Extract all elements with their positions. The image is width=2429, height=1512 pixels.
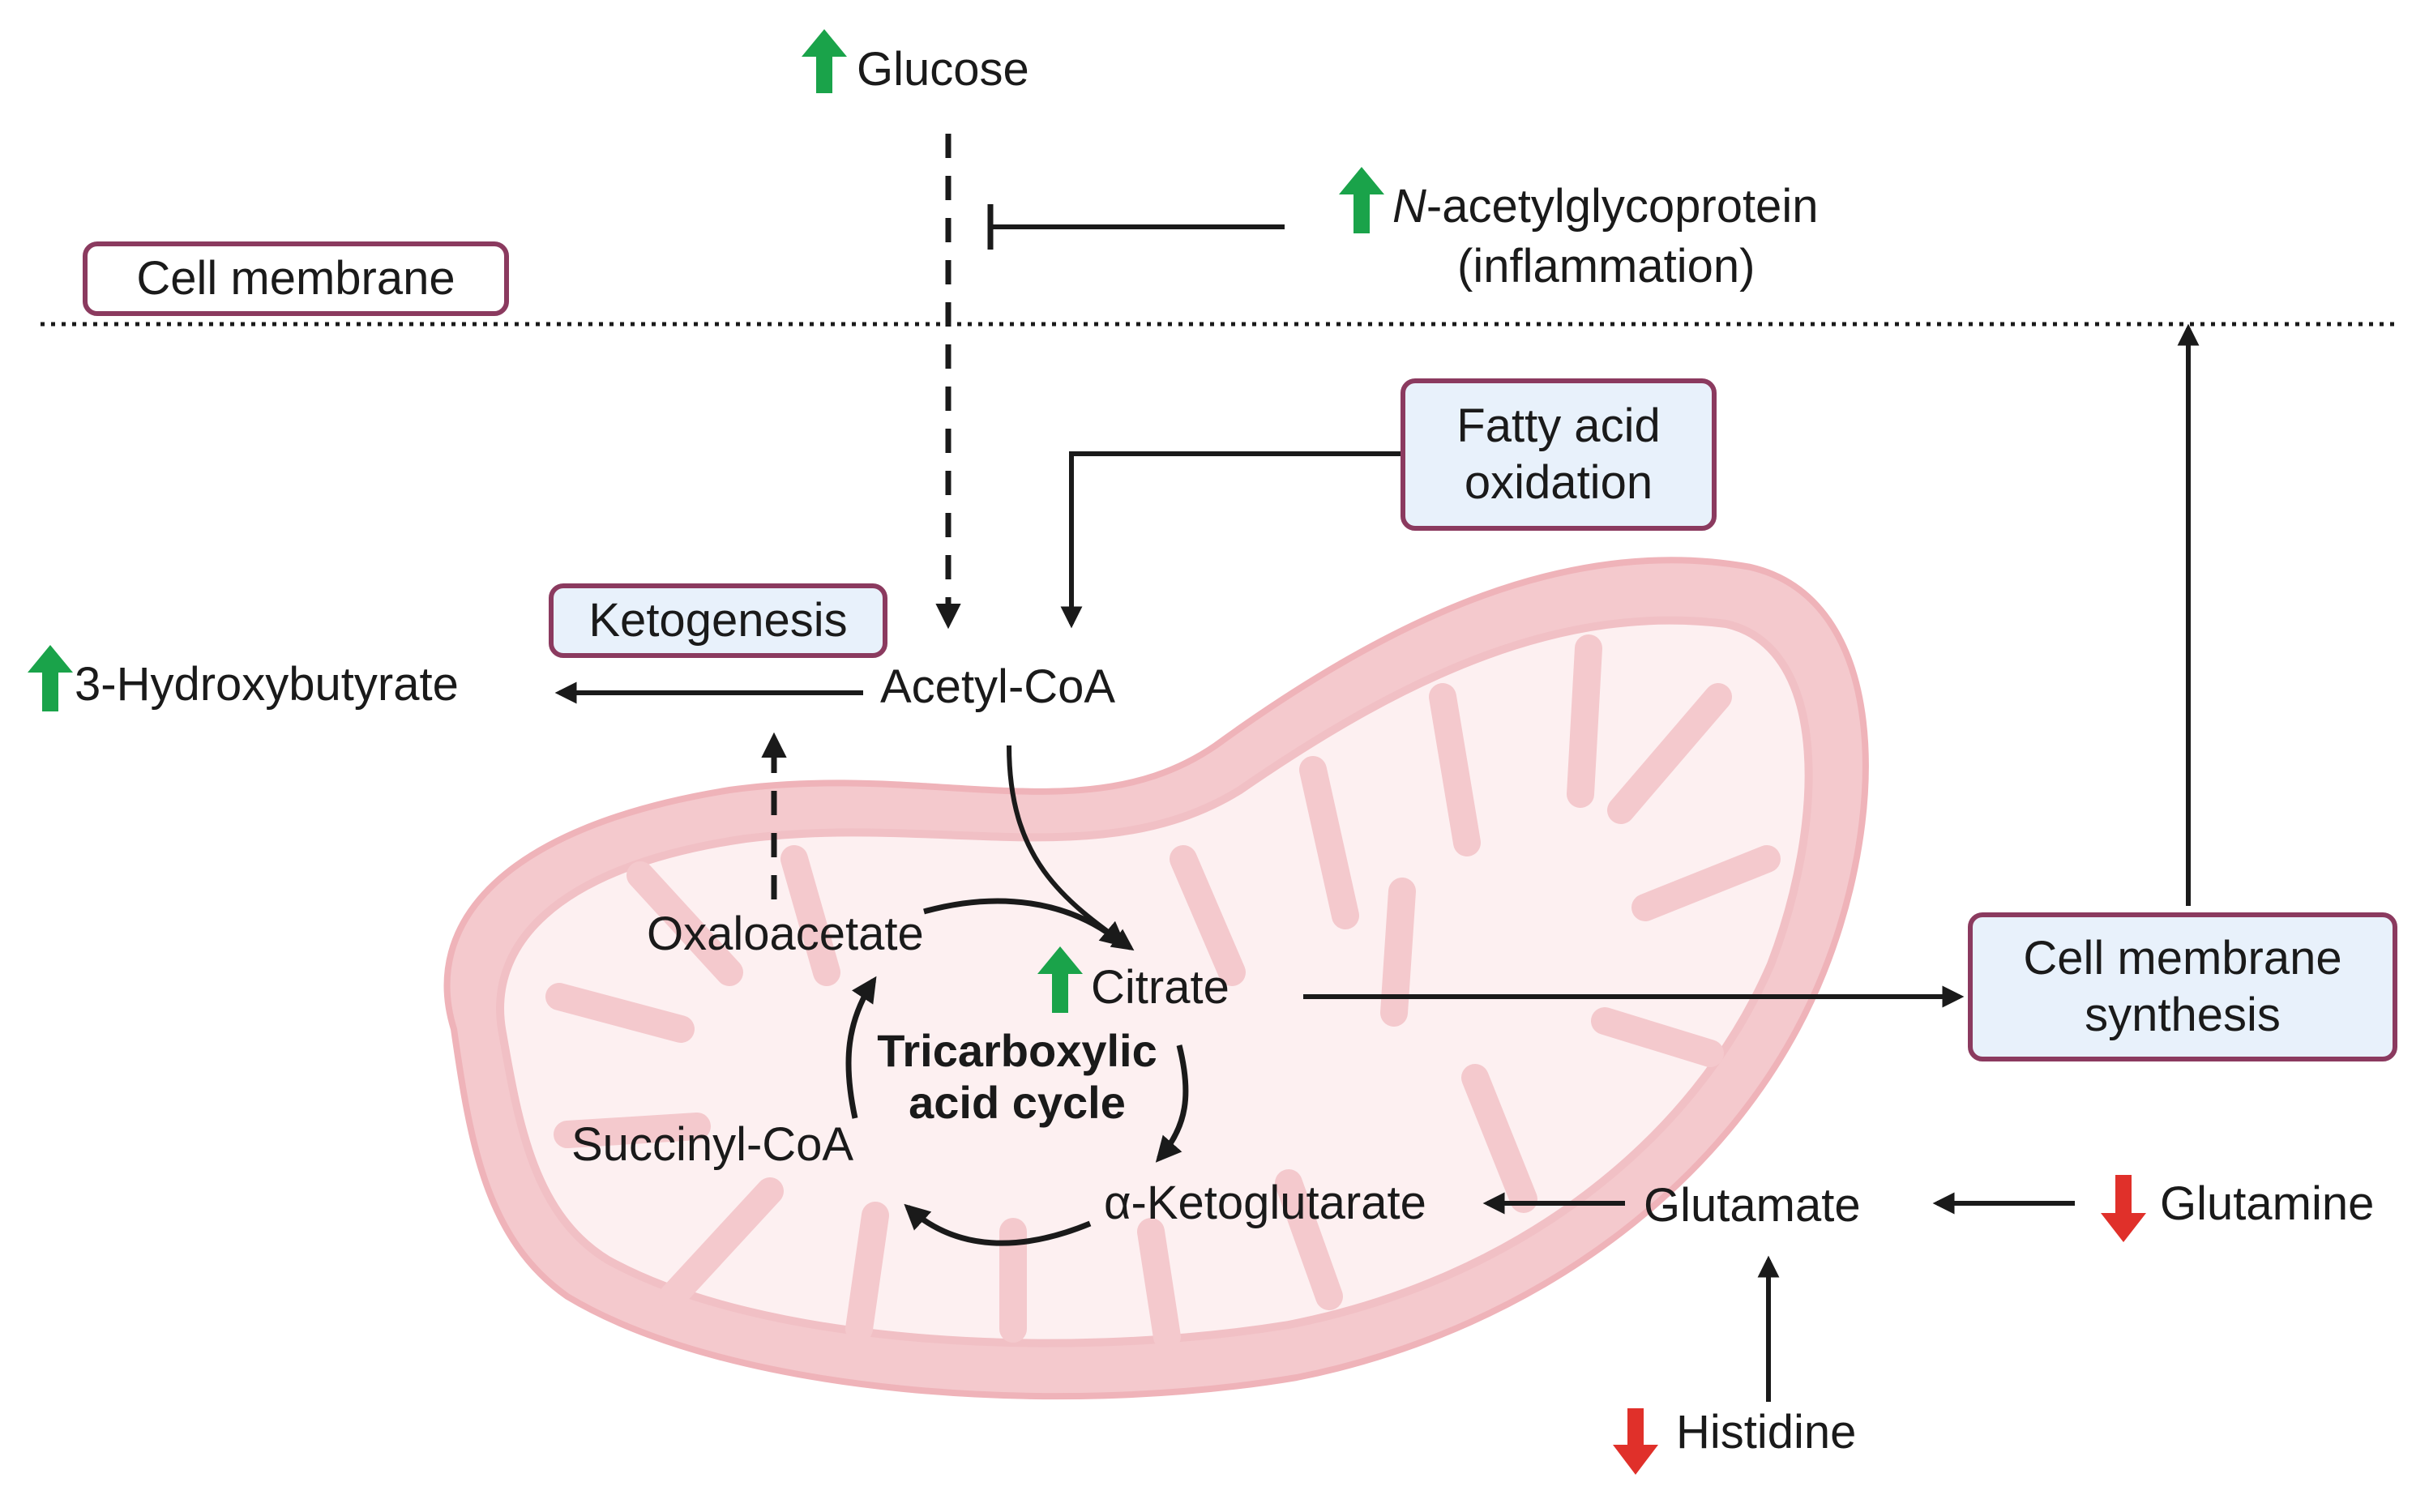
hydroxybutyrate-up-arrow-icon [28,645,73,711]
tca-arrow-succinylcoa-to-oxaloacetate [845,976,877,1119]
glucose-label: Glucose [857,43,1029,96]
histidine-down-arrow-icon [1613,1408,1658,1475]
succinylcoa-label: Succinyl-CoA [571,1118,854,1171]
acetylcoa-label: Acetyl-CoA [880,660,1116,713]
glucose-up-arrow-icon [802,29,847,93]
mitochondrion-cristae [545,634,1781,1351]
nacetyl-rest: -acetylglycoprotein [1426,180,1819,233]
inflammation-label: (inflammation) [1457,240,1755,293]
ketogenesis-box: Ketogenesis [549,583,887,658]
tca-cycle-label: Tricarboxylic acid cycle [867,1025,1167,1130]
tca-arrow-citrate-to-ketoglutarate [1155,1044,1189,1163]
tca-arrow-oxaloacetate-to-citrate [923,898,1127,948]
citrate-label: Citrate [1091,961,1229,1014]
cell-membrane-box: Cell membrane [83,241,509,316]
tca-arrow-ketoglutarate-to-succinylcoa [904,1203,1092,1246]
nacetylglycoprotein-up-arrow-icon [1339,167,1384,233]
cell-membrane-label: Cell membrane [136,252,455,305]
glutamate-label: Glutamate [1644,1179,1861,1232]
nacetylglycoprotein-label: N-acetylglycoprotein [1392,180,1818,234]
membrane-synthesis-box: Cell membrane synthesis [1968,912,2397,1061]
mitochondrion [443,557,1869,1400]
histidine-label: Histidine [1676,1406,1857,1459]
ketoglutarate-label: α-Ketoglutarate [1104,1177,1426,1229]
nacetyl-italic-n: N [1392,180,1426,233]
mitochondrion-inner-space [496,616,1813,1348]
fatty-acid-line2: oxidation [1464,456,1653,509]
tca-line2: acid cycle [909,1077,1126,1129]
hydroxybutyrate-label: 3-Hydroxybutyrate [75,658,459,711]
fatty-acid-to-acetylcoa-arrow [1060,451,1402,629]
membrane-synthesis-line1: Cell membrane [2023,932,2342,985]
membrane-synthesis-line2: synthesis [2085,989,2281,1041]
citrate-up-arrow-icon [1037,946,1083,1013]
fatty-acid-oxidation-box: Fatty acid oxidation [1401,378,1717,531]
oxaloacetate-label: Oxaloacetate [647,908,924,960]
ketogenesis-label: Ketogenesis [588,594,848,647]
glutamine-down-arrow-icon [2101,1175,2146,1242]
tca-line1: Tricarboxylic [877,1025,1157,1076]
glutamine-label: Glutamine [2160,1177,2375,1230]
fatty-acid-line1: Fatty acid [1456,399,1661,453]
